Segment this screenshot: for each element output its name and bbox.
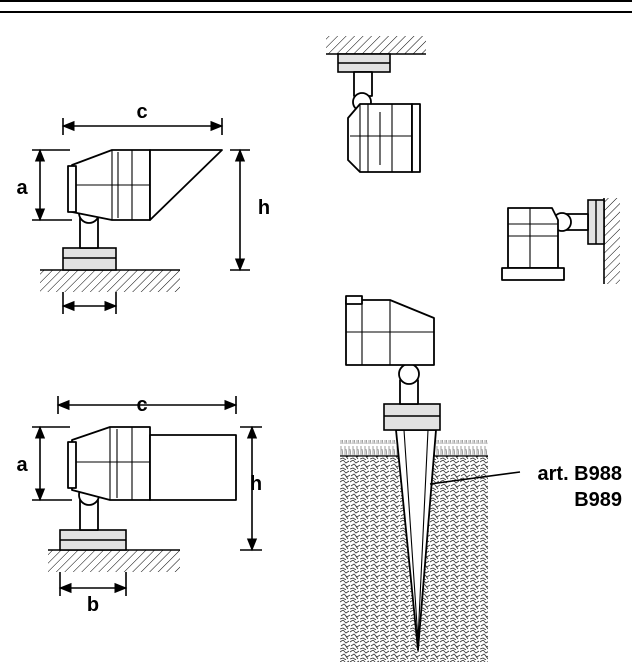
bottom-left-dimensions: [32, 396, 262, 596]
top-dimension-c: c: [136, 101, 147, 123]
top-dimension-h: h: [258, 197, 270, 219]
bottom-dimension-h: h: [250, 473, 262, 495]
wall-mounted-fixture: [501, 198, 620, 284]
top-dimension-a: a: [16, 177, 28, 199]
bottom-dimension-b: b: [87, 594, 99, 616]
header-rule: [0, 0, 632, 13]
top-left-fixture: [40, 149, 223, 292]
ceiling-mounted-fixture: [326, 36, 426, 173]
bottom-dimension-c: c: [136, 394, 147, 416]
callout-article-b989: B989: [574, 489, 622, 511]
ground-spike-fixture: [340, 295, 488, 662]
bottom-dimension-a: a: [16, 454, 28, 476]
callout-leader: [429, 471, 521, 485]
bottom-left-fixture: [48, 426, 237, 572]
callout-article-b988: art. B988: [538, 463, 623, 485]
top-left-dimensions: [32, 118, 250, 314]
